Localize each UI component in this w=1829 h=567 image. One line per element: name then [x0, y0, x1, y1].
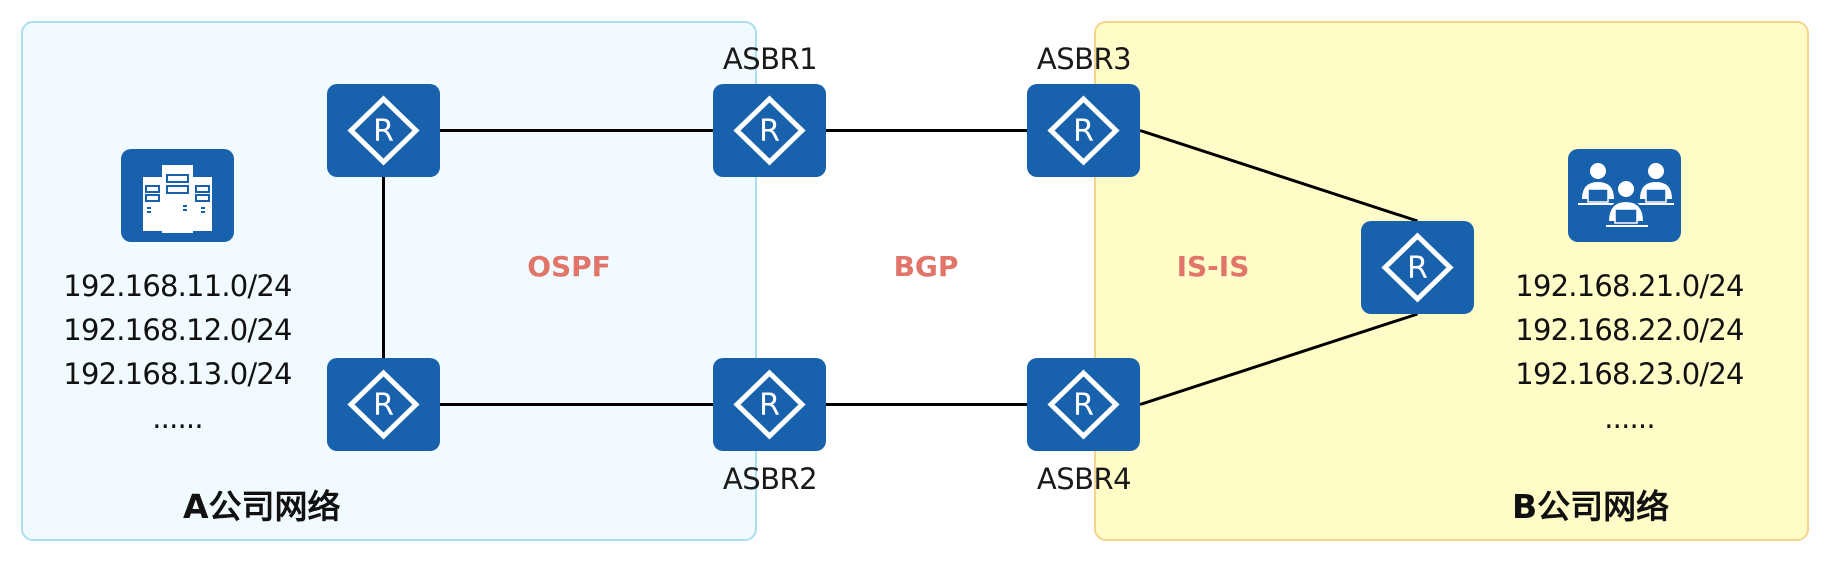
- subnet-item: 192.168.12.0/24: [63, 313, 292, 347]
- router-icon: R: [347, 95, 420, 166]
- router-icon: R: [733, 369, 806, 440]
- router-glyph: R: [1073, 388, 1094, 423]
- router-icon: R: [733, 95, 806, 166]
- company-b-label: B公司网络: [1512, 487, 1670, 526]
- subnet-more: ......: [152, 401, 203, 435]
- subnet-item: 192.168.22.0/24: [1515, 313, 1744, 347]
- router-asbr4[interactable]: R: [1027, 358, 1140, 451]
- asbr1-label: ASBR1: [722, 42, 818, 76]
- company-b-subnet-list: 192.168.21.0/24 192.168.22.0/24 192.168.…: [1492, 264, 1767, 440]
- company-a-subnet-list: 192.168.11.0/24 192.168.12.0/24 192.168.…: [40, 264, 315, 440]
- router-glyph: R: [373, 388, 394, 423]
- router-asbr3[interactable]: R: [1027, 84, 1140, 177]
- router-glyph: R: [1073, 114, 1094, 149]
- company-a-label: A公司网络: [183, 487, 341, 526]
- router-icon: R: [1047, 95, 1120, 166]
- router-glyph: R: [759, 114, 780, 149]
- router-glyph: R: [759, 388, 780, 423]
- link-asbr4-rb1: [1139, 312, 1418, 406]
- router-a2[interactable]: R: [327, 358, 440, 451]
- server-rack-icon: [121, 149, 234, 242]
- subnet-item: 192.168.21.0/24: [1515, 269, 1744, 303]
- asbr3-label: ASBR3: [1036, 42, 1132, 76]
- router-glyph: R: [1407, 251, 1428, 286]
- subnet-item: 192.168.23.0/24: [1515, 357, 1744, 391]
- isis-label: IS-IS: [1176, 250, 1250, 283]
- router-icon: R: [1381, 232, 1454, 303]
- asbr2-label: ASBR2: [722, 462, 818, 496]
- asbr4-label: ASBR4: [1036, 462, 1132, 496]
- router-glyph: R: [373, 114, 394, 149]
- bgp-label: BGP: [893, 250, 959, 283]
- subnet-item: 192.168.11.0/24: [63, 269, 292, 303]
- users-workstation-icon: [1568, 149, 1681, 242]
- router-icon: R: [1047, 369, 1120, 440]
- router-icon: R: [347, 369, 420, 440]
- router-asbr2[interactable]: R: [713, 358, 826, 451]
- link-asbr3-rb1: [1139, 129, 1418, 223]
- subnet-item: 192.168.13.0/24: [63, 357, 292, 391]
- ospf-label: OSPF: [527, 250, 611, 283]
- router-b1[interactable]: R: [1361, 221, 1474, 314]
- subnet-more: ......: [1604, 401, 1655, 435]
- router-a1[interactable]: R: [327, 84, 440, 177]
- router-asbr1[interactable]: R: [713, 84, 826, 177]
